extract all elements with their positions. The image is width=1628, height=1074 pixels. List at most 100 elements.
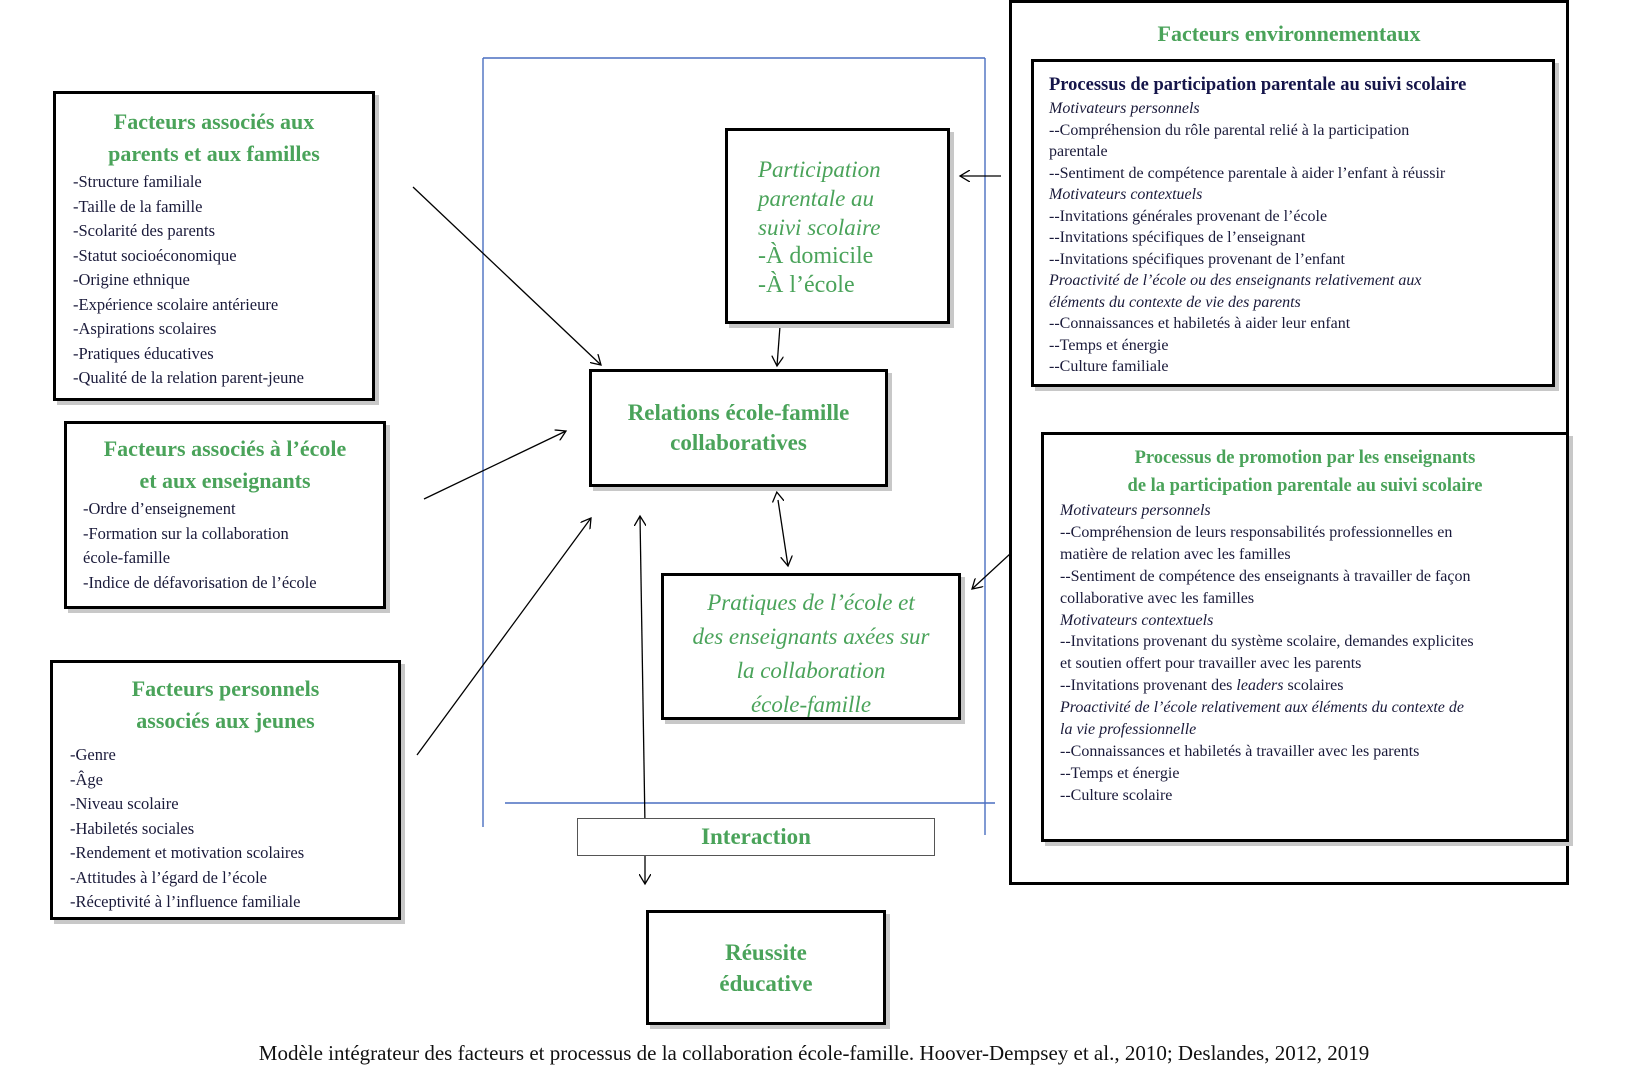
relations-title: Relations école-famille collaboratives [592, 398, 885, 458]
list-item: -Origine ethnique [73, 270, 190, 289]
process1-heading-personal: Motivateurs personnels [1049, 100, 1200, 117]
list-item: -Attitudes à l’égard de l’école [70, 867, 267, 887]
families-title: Facteurs associés aux parents et aux fam… [56, 106, 372, 170]
school-factors-box: Facteurs associés à l’école et aux ensei… [64, 421, 386, 609]
list-item: -Scolarité des parents [73, 221, 216, 240]
list-item: -Statut socioéconomique [73, 245, 237, 265]
list-item: -Réceptivité à l’influence familiale [70, 892, 301, 911]
list-item: --Invitations générales provenant de l’é… [1049, 207, 1328, 225]
relations-title-line2: collaboratives [670, 430, 807, 455]
list-item: -Niveau scolaire [70, 794, 179, 813]
process2-title-line2: de la participation parentale au suivi s… [1127, 476, 1483, 496]
list-item: --Temps et énergie [1060, 764, 1180, 782]
school-title: Facteurs associés à l’école et aux ensei… [67, 433, 383, 497]
process2-heading-personal: Motivateurs personnels [1060, 502, 1211, 519]
arrow-relations-practices [778, 500, 788, 566]
process2-heading-contextual: Motivateurs contextuels [1060, 611, 1214, 629]
list-item: école-famille [83, 548, 171, 567]
interaction-box: Interaction [577, 818, 935, 856]
practices-title: Pratiques de l’école et des enseignants … [664, 586, 958, 722]
list-item: --Culture familiale [1049, 358, 1169, 375]
process2-box: Processus de promotion par les enseignan… [1041, 432, 1569, 842]
success-box: Réussite éducative [646, 910, 886, 1025]
process1-heading-contextual: Motivateurs contextuels [1049, 186, 1203, 203]
participation-place: -À domicile [758, 243, 874, 269]
list-item: --Sentiment de compétence des enseignant… [1060, 567, 1471, 585]
practices-box: Pratiques de l’école et des enseignants … [661, 573, 961, 720]
youth-title: Facteurs personnels associés aux jeunes [53, 673, 398, 737]
list-item: collaborative avec les familles [1060, 589, 1255, 607]
list-item: --Invitations provenant du système scola… [1060, 633, 1474, 651]
process1-list: Motivateurs personnels --Compréhension d… [1049, 98, 1552, 378]
central-frame [482, 57, 995, 835]
youth-title-line1: Facteurs personnels [131, 676, 320, 701]
participation-line: suivi scolaire [758, 215, 881, 240]
list-item: -Indice de défavorisation de l’école [83, 572, 317, 592]
arrow-interaction-to-relations [640, 516, 645, 827]
process2-heading-proactivity-cont: la vie professionnelle [1060, 721, 1197, 739]
practices-line: des enseignants axées sur [692, 624, 930, 649]
list-item: et soutien offert pour travailler avec l… [1060, 655, 1362, 673]
list-item: -Ordre d’enseignement [83, 499, 236, 518]
families-factors-box: Facteurs associés aux parents et aux fam… [53, 91, 375, 401]
process2-list: Motivateurs personnels --Compréhension d… [1060, 500, 1566, 807]
youth-title-line2: associés aux jeunes [136, 708, 315, 733]
youth-factors-box: Facteurs personnels associés aux jeunes … [50, 660, 401, 920]
school-title-line1: Facteurs associés à l’école [103, 436, 347, 461]
success-title-line1: Réussite [725, 940, 807, 965]
arrow-participation-to-relations [777, 325, 780, 366]
list-item: -Genre [70, 745, 116, 764]
success-title-line2: éducative [719, 971, 813, 996]
practices-line: la collaboration [736, 658, 886, 683]
list-item: --Invitations spécifiques de l’enseignan… [1049, 229, 1306, 246]
participation-line: parentale au [758, 186, 875, 211]
process2-title-line1: Processus de promotion par les enseignan… [1134, 448, 1476, 468]
list-item: -Taille de la famille [73, 196, 203, 216]
youth-list: -Genre -Âge -Niveau scolaire -Habiletés … [70, 743, 398, 915]
process2-heading-proactivity: Proactivité de l’école relativement aux … [1060, 699, 1464, 717]
list-item: -Habiletés sociales [70, 818, 195, 838]
practices-line: Pratiques de l’école et [707, 590, 915, 615]
arrow-youth-to-relations [416, 518, 591, 756]
school-title-line2: et aux enseignants [139, 468, 311, 493]
list-item: --Sentiment de compétence parentale à ai… [1049, 164, 1446, 182]
list-item: parentale [1049, 143, 1108, 160]
interaction-label: Interaction [701, 824, 811, 849]
list-item: --Connaissances et habiletés à aider leu… [1049, 315, 1351, 332]
families-list: -Structure familiale -Taille de la famil… [73, 170, 372, 391]
participation-box: Participation parentale au suivi scolair… [725, 128, 950, 324]
list-item: --Compréhension du rôle parental relié à… [1049, 121, 1410, 139]
leaders-text-after: scolaires [1283, 677, 1344, 695]
process1-heading-proactivity-cont: éléments du contexte de vie des parents [1049, 293, 1301, 311]
participation-title: Participation parentale au suivi scolair… [758, 155, 947, 242]
list-item: -Pratiques éducatives [73, 343, 214, 363]
list-item: -Âge [70, 769, 103, 789]
families-title-line1: Facteurs associés aux [113, 109, 315, 134]
list-item: --Compréhension de leurs responsabilités… [1060, 523, 1453, 541]
practices-line: école-famille [750, 692, 872, 717]
arrow-school-to-relations [423, 431, 566, 500]
process1-box: Processus de participation parentale au … [1031, 59, 1555, 387]
list-item: --Invitations provenant des leaders scol… [1060, 675, 1566, 697]
relations-box: Relations école-famille collaboratives [589, 369, 888, 487]
school-list: -Ordre d’enseignement -Formation sur la … [83, 497, 383, 595]
success-title: Réussite éducative [649, 937, 883, 999]
list-item: -Qualité de la relation parent-jeune [73, 368, 304, 387]
process1-heading-proactivity: Proactivité de l’école ou des enseignant… [1049, 272, 1422, 289]
list-item: -Rendement et motivation scolaires [70, 843, 305, 862]
relations-title-line1: Relations école-famille [627, 400, 850, 425]
list-item: -Expérience scolaire antérieure [73, 294, 279, 314]
families-title-line2: parents et aux familles [108, 141, 320, 166]
list-item: -Aspirations scolaires [73, 319, 217, 338]
participation-places: -À domicile -À l’école [758, 242, 947, 300]
participation-place: -À l’école [758, 272, 855, 298]
process1-title: Processus de participation parentale au … [1049, 75, 1467, 95]
list-item: -Structure familiale [73, 172, 202, 191]
environment-title: Facteurs environnementaux [1157, 21, 1421, 46]
list-item: --Invitations spécifiques provenant de l… [1049, 250, 1345, 268]
figure-caption: Modèle intégrateur des facteurs et proce… [258, 1041, 1370, 1065]
list-item: --Culture scolaire [1060, 786, 1173, 804]
participation-line: Participation [758, 157, 881, 182]
process2-title: Processus de promotion par les enseignan… [1044, 444, 1566, 500]
list-item: -Formation sur la collaboration [83, 523, 289, 543]
